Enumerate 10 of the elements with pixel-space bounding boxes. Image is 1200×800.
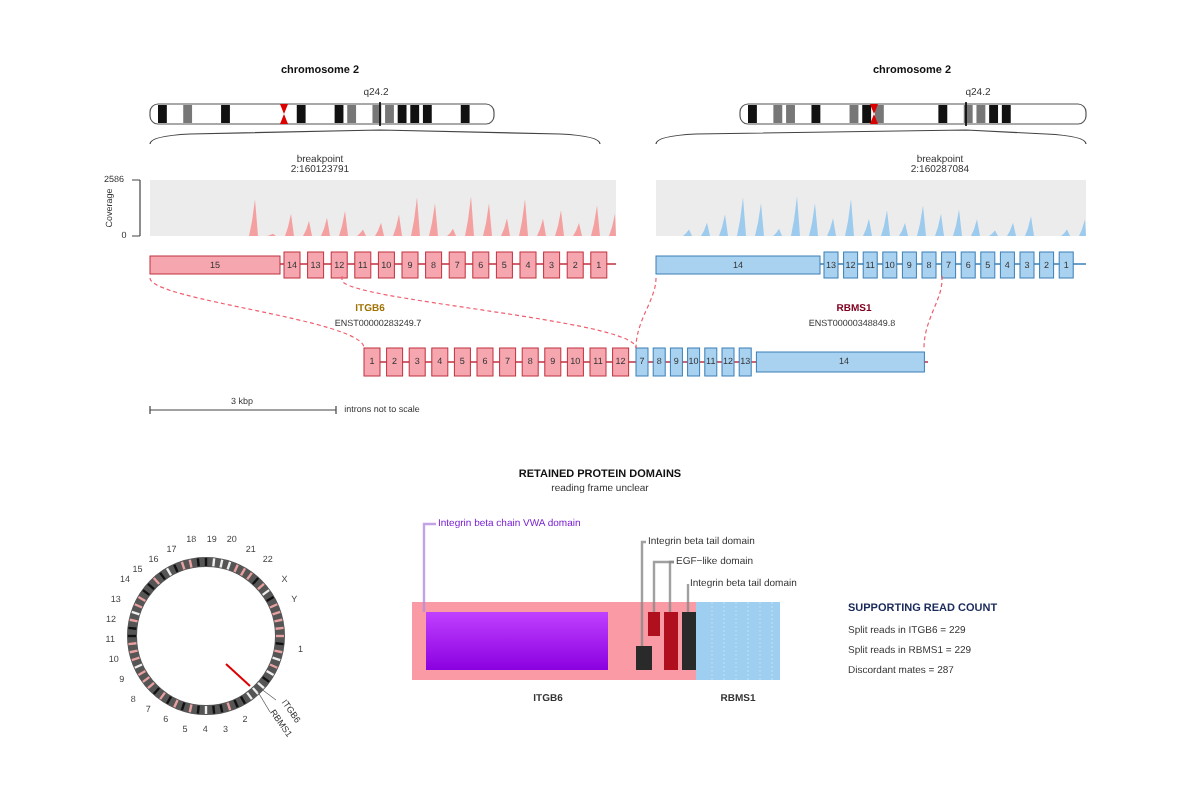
leader-line [652, 560, 674, 612]
domain-block [648, 612, 660, 636]
leader-line [668, 560, 674, 612]
domain-block [682, 612, 696, 670]
leader-line [422, 522, 436, 612]
domain-block [636, 646, 652, 670]
domain-block [664, 612, 678, 670]
domain-block [426, 612, 608, 670]
leader-line [640, 540, 646, 646]
leader-line [686, 582, 690, 612]
